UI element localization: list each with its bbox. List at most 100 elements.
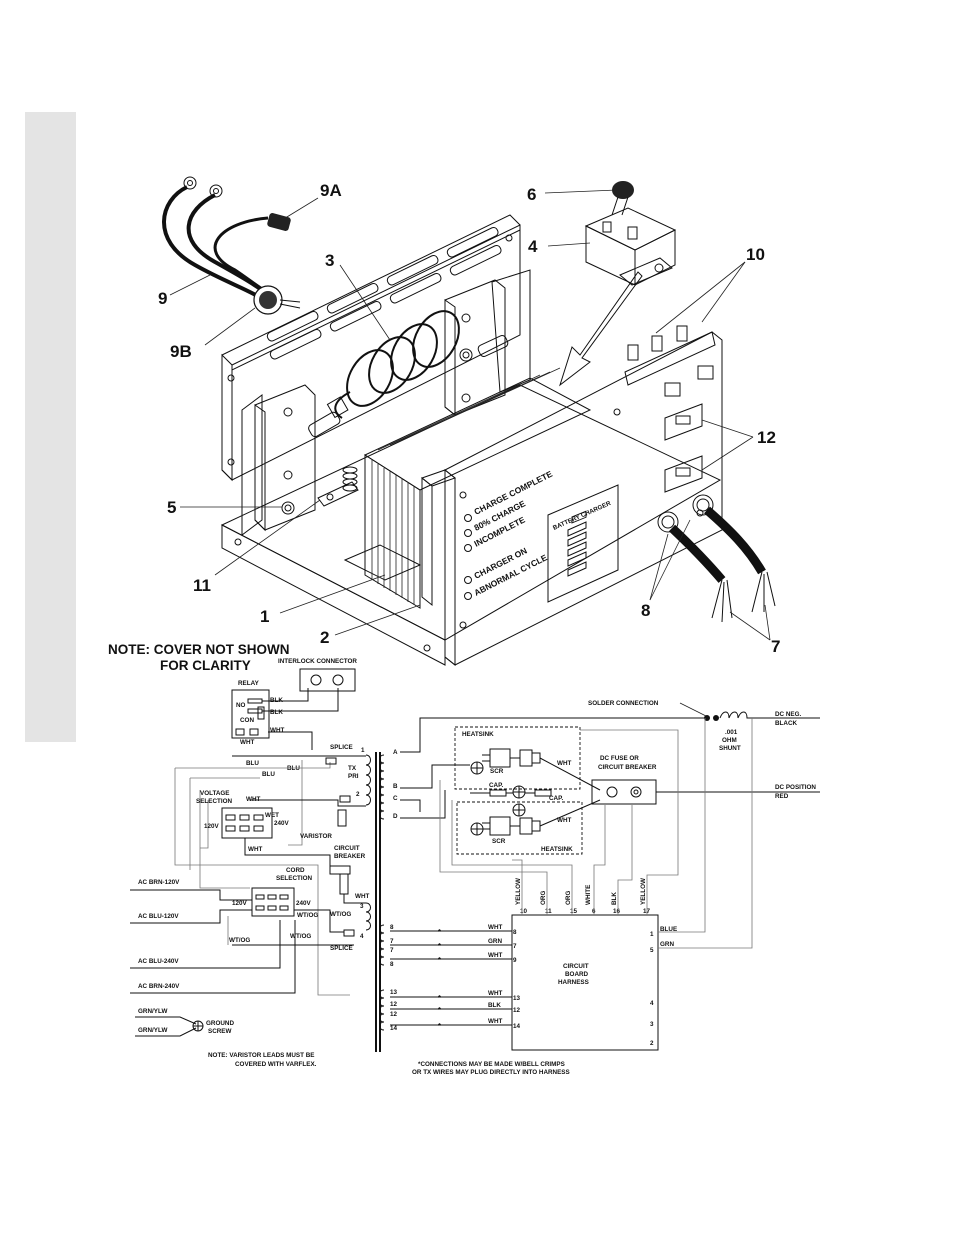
- label-wtog-4: WT/OG: [229, 937, 250, 944]
- callout-10: 10: [746, 245, 765, 264]
- label-solder: SOLDER CONNECTION: [588, 700, 659, 707]
- pin-l-7: 7: [513, 943, 517, 950]
- tx-left-14: 14: [390, 1025, 398, 1032]
- label-cbh-2: BOARD: [565, 971, 589, 978]
- callout-1: 1: [260, 607, 269, 626]
- left-heatsink: [241, 384, 349, 536]
- label-wht-p8: WHT: [488, 924, 502, 931]
- tx-left-12b: 12: [390, 1011, 398, 1018]
- harness-pins-top: 10 11 15 6 16 17 YELLOW ORG ORG WHITE BL…: [439, 718, 753, 949]
- pin-l-13: 13: [513, 995, 521, 1002]
- label-ac-brn-240: AC BRN-240V: [138, 983, 180, 990]
- label-conn-note-2: OR TX WIRES MAY PLUG DIRECTLY INTO HARNE…: [412, 1069, 570, 1076]
- label-wht-relay: WHT: [270, 727, 284, 734]
- label-blu-1: BLU: [246, 760, 259, 767]
- exploded-view: CHARGE COMPLETE 80% CHARGE INCOMPLETE CH…: [108, 176, 780, 673]
- label-varistor: VARISTOR: [300, 833, 332, 840]
- label-wtog-3: WT/OG: [290, 933, 311, 940]
- label-varistor-note-1: NOTE: VARISTOR LEADS MUST BE: [208, 1052, 314, 1059]
- label-ac-blu-240: AC BLU-240V: [138, 958, 179, 965]
- label-cbh-1: CIRCUIT: [563, 963, 589, 970]
- pin-r-4: 4: [650, 1000, 654, 1007]
- wire-org-2: ORG: [565, 891, 572, 905]
- label-scr-top: SCR: [490, 768, 504, 775]
- label-240v-vs: 240V: [274, 820, 290, 827]
- label-blk-p12: BLK: [488, 1002, 501, 1009]
- label-pri: PRI: [348, 773, 359, 780]
- label-fuse-1: DC FUSE OR: [600, 755, 639, 762]
- label-battery-charger: BATTERY CHARGER: [552, 500, 612, 532]
- tx-left-8: 8: [390, 924, 394, 931]
- label-heatsink-top: HEATSINK: [462, 731, 494, 738]
- note-line-2: FOR CLARITY: [160, 658, 251, 673]
- callout-9: 9: [158, 289, 167, 308]
- label-cap-2: CAP.: [549, 795, 563, 802]
- label-wht-cb: WHT: [355, 893, 369, 900]
- label-tx-4: 4: [360, 933, 364, 940]
- wire-yellow-1: YELLOW: [515, 878, 522, 905]
- ac-cord: [162, 176, 301, 315]
- front-panel: [420, 331, 723, 667]
- dc-fuse-block: [591, 779, 657, 805]
- label-wht-scr-bottom: WHT: [557, 817, 571, 824]
- label-wht-relay-2: WHT: [240, 739, 254, 746]
- label-interlock: INTERLOCK CONNECTOR: [278, 658, 357, 665]
- primary-wiring: BLU BLU BLU: [174, 755, 366, 996]
- label-tx-2: 2: [356, 791, 360, 798]
- star-4: *: [438, 993, 441, 1002]
- label-black: BLACK: [775, 720, 797, 727]
- panel-labels: CHARGE COMPLETE 80% CHARGE INCOMPLETE CH…: [472, 468, 612, 597]
- label-wht-vs: WHT: [246, 796, 260, 803]
- label-tx-3: 3: [360, 903, 364, 910]
- leader-lines: [169, 189, 771, 641]
- scr-bottom: [489, 816, 511, 836]
- label-sec-c: C: [393, 795, 398, 802]
- voltage-selection-block: [221, 807, 273, 839]
- label-scr-bottom: SCR: [492, 838, 506, 845]
- callouts: 9A 9 9B 3 6 4 10 12 5 11 1 2 8 7: [158, 181, 780, 656]
- label-blu-2: BLU: [262, 771, 275, 778]
- label-dc-pos: DC POSITION: [775, 784, 816, 791]
- label-cord-2: SELECTION: [276, 875, 312, 882]
- dc-cables: [668, 506, 776, 623]
- callout-8: 8: [641, 601, 650, 620]
- label-240v-cs: 240V: [296, 900, 312, 907]
- harness-pins-left: 8 7 7 8 13 12 12 14 * * * * * * WHT GRN: [379, 924, 521, 1032]
- callout-3: 3: [325, 251, 334, 270]
- callout-2: 2: [320, 628, 329, 647]
- circuit-board-harness: [511, 914, 659, 1051]
- label-grn-r: GRN: [660, 941, 674, 948]
- label-blk-2: BLK: [270, 709, 283, 716]
- label-blue: BLUE: [660, 926, 677, 933]
- pin-r-2: 2: [650, 1040, 654, 1047]
- tx-left-8b: 8: [390, 961, 394, 968]
- insert-arrow: [559, 271, 643, 387]
- wire-white: WHITE: [585, 885, 592, 905]
- label-wht-scr-top: WHT: [557, 760, 571, 767]
- label-splice-top: SPLICE: [330, 744, 353, 751]
- label-splice-bottom: SPLICE: [330, 945, 353, 952]
- sidebar-tab: [25, 112, 76, 742]
- label-wtog-2: WT/OG: [297, 912, 318, 919]
- circuit-breaker-part: [339, 873, 349, 895]
- wire-org-1: ORG: [540, 891, 547, 905]
- star-3: *: [438, 955, 441, 964]
- label-voltage-2: SELECTION: [196, 798, 232, 805]
- label-cord-1: CORD: [286, 867, 305, 874]
- label-120v-vs: 120V: [204, 823, 220, 830]
- label-ac-blu-120: AC BLU-120V: [138, 913, 179, 920]
- wire-yellow-2: YELLOW: [640, 878, 647, 905]
- label-grn-ylw-2: GRN/YLW: [138, 1027, 167, 1034]
- callout-5: 5: [167, 498, 176, 517]
- label-fuse-2: CIRCUIT BREAKER: [598, 764, 657, 771]
- label-cbh-3: HARNESS: [558, 979, 589, 986]
- pin-11: 11: [545, 908, 552, 915]
- wiring-schematic: INTERLOCK CONNECTOR RELAY NO CON BLK BLK…: [130, 658, 820, 1076]
- relay-part: [584, 181, 677, 286]
- label-wht-vs-2: WHT: [248, 846, 262, 853]
- top-connectors: [624, 325, 716, 386]
- label-wht-p9: WHT: [488, 952, 502, 959]
- wire-blk: BLK: [611, 892, 618, 905]
